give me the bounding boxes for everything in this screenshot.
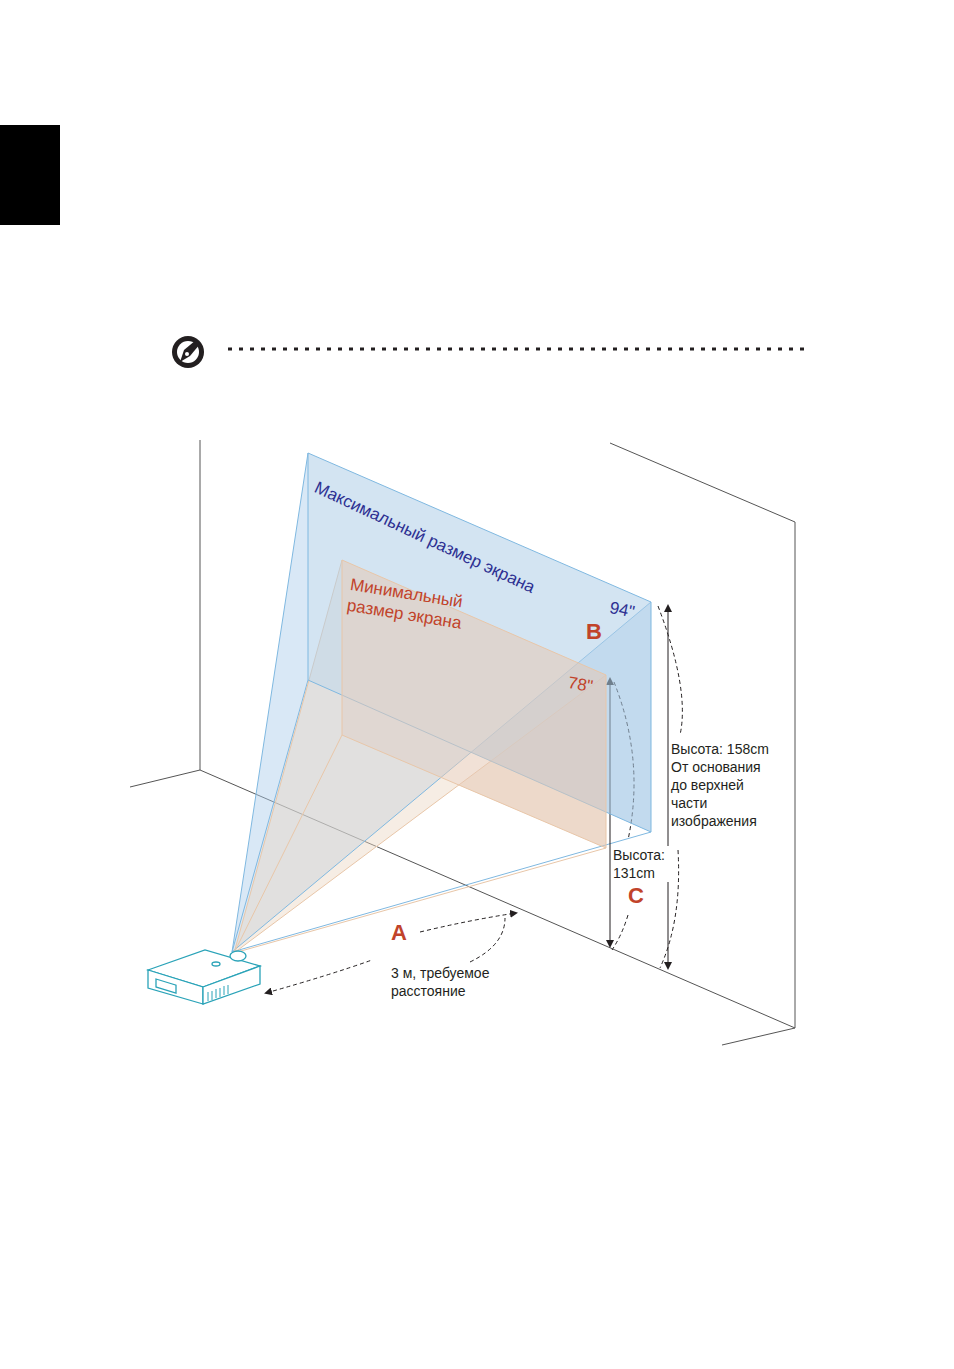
page-tab bbox=[0, 125, 60, 225]
note-rule bbox=[228, 348, 810, 351]
callout-letter: B bbox=[586, 619, 602, 645]
room-lines bbox=[130, 440, 795, 1045]
dimension-text: Высота: 158cm От основания до верхней ча… bbox=[671, 740, 771, 830]
callout-letter: C bbox=[628, 883, 644, 909]
screen-diagonal: 78" bbox=[566, 672, 594, 697]
distance-text: 3 м, требуемое расстояние bbox=[391, 964, 511, 1000]
dimension-text: Высота: 131cm bbox=[613, 846, 669, 882]
projector bbox=[148, 950, 260, 1004]
min-screen: Минимальный размер экрана78" bbox=[342, 560, 606, 848]
max-screen: Максимальный размер экрана94"BМинимальны… bbox=[308, 453, 651, 833]
projection-beam bbox=[232, 453, 651, 953]
note-icon bbox=[172, 336, 204, 368]
callout-letter: A bbox=[391, 920, 407, 946]
